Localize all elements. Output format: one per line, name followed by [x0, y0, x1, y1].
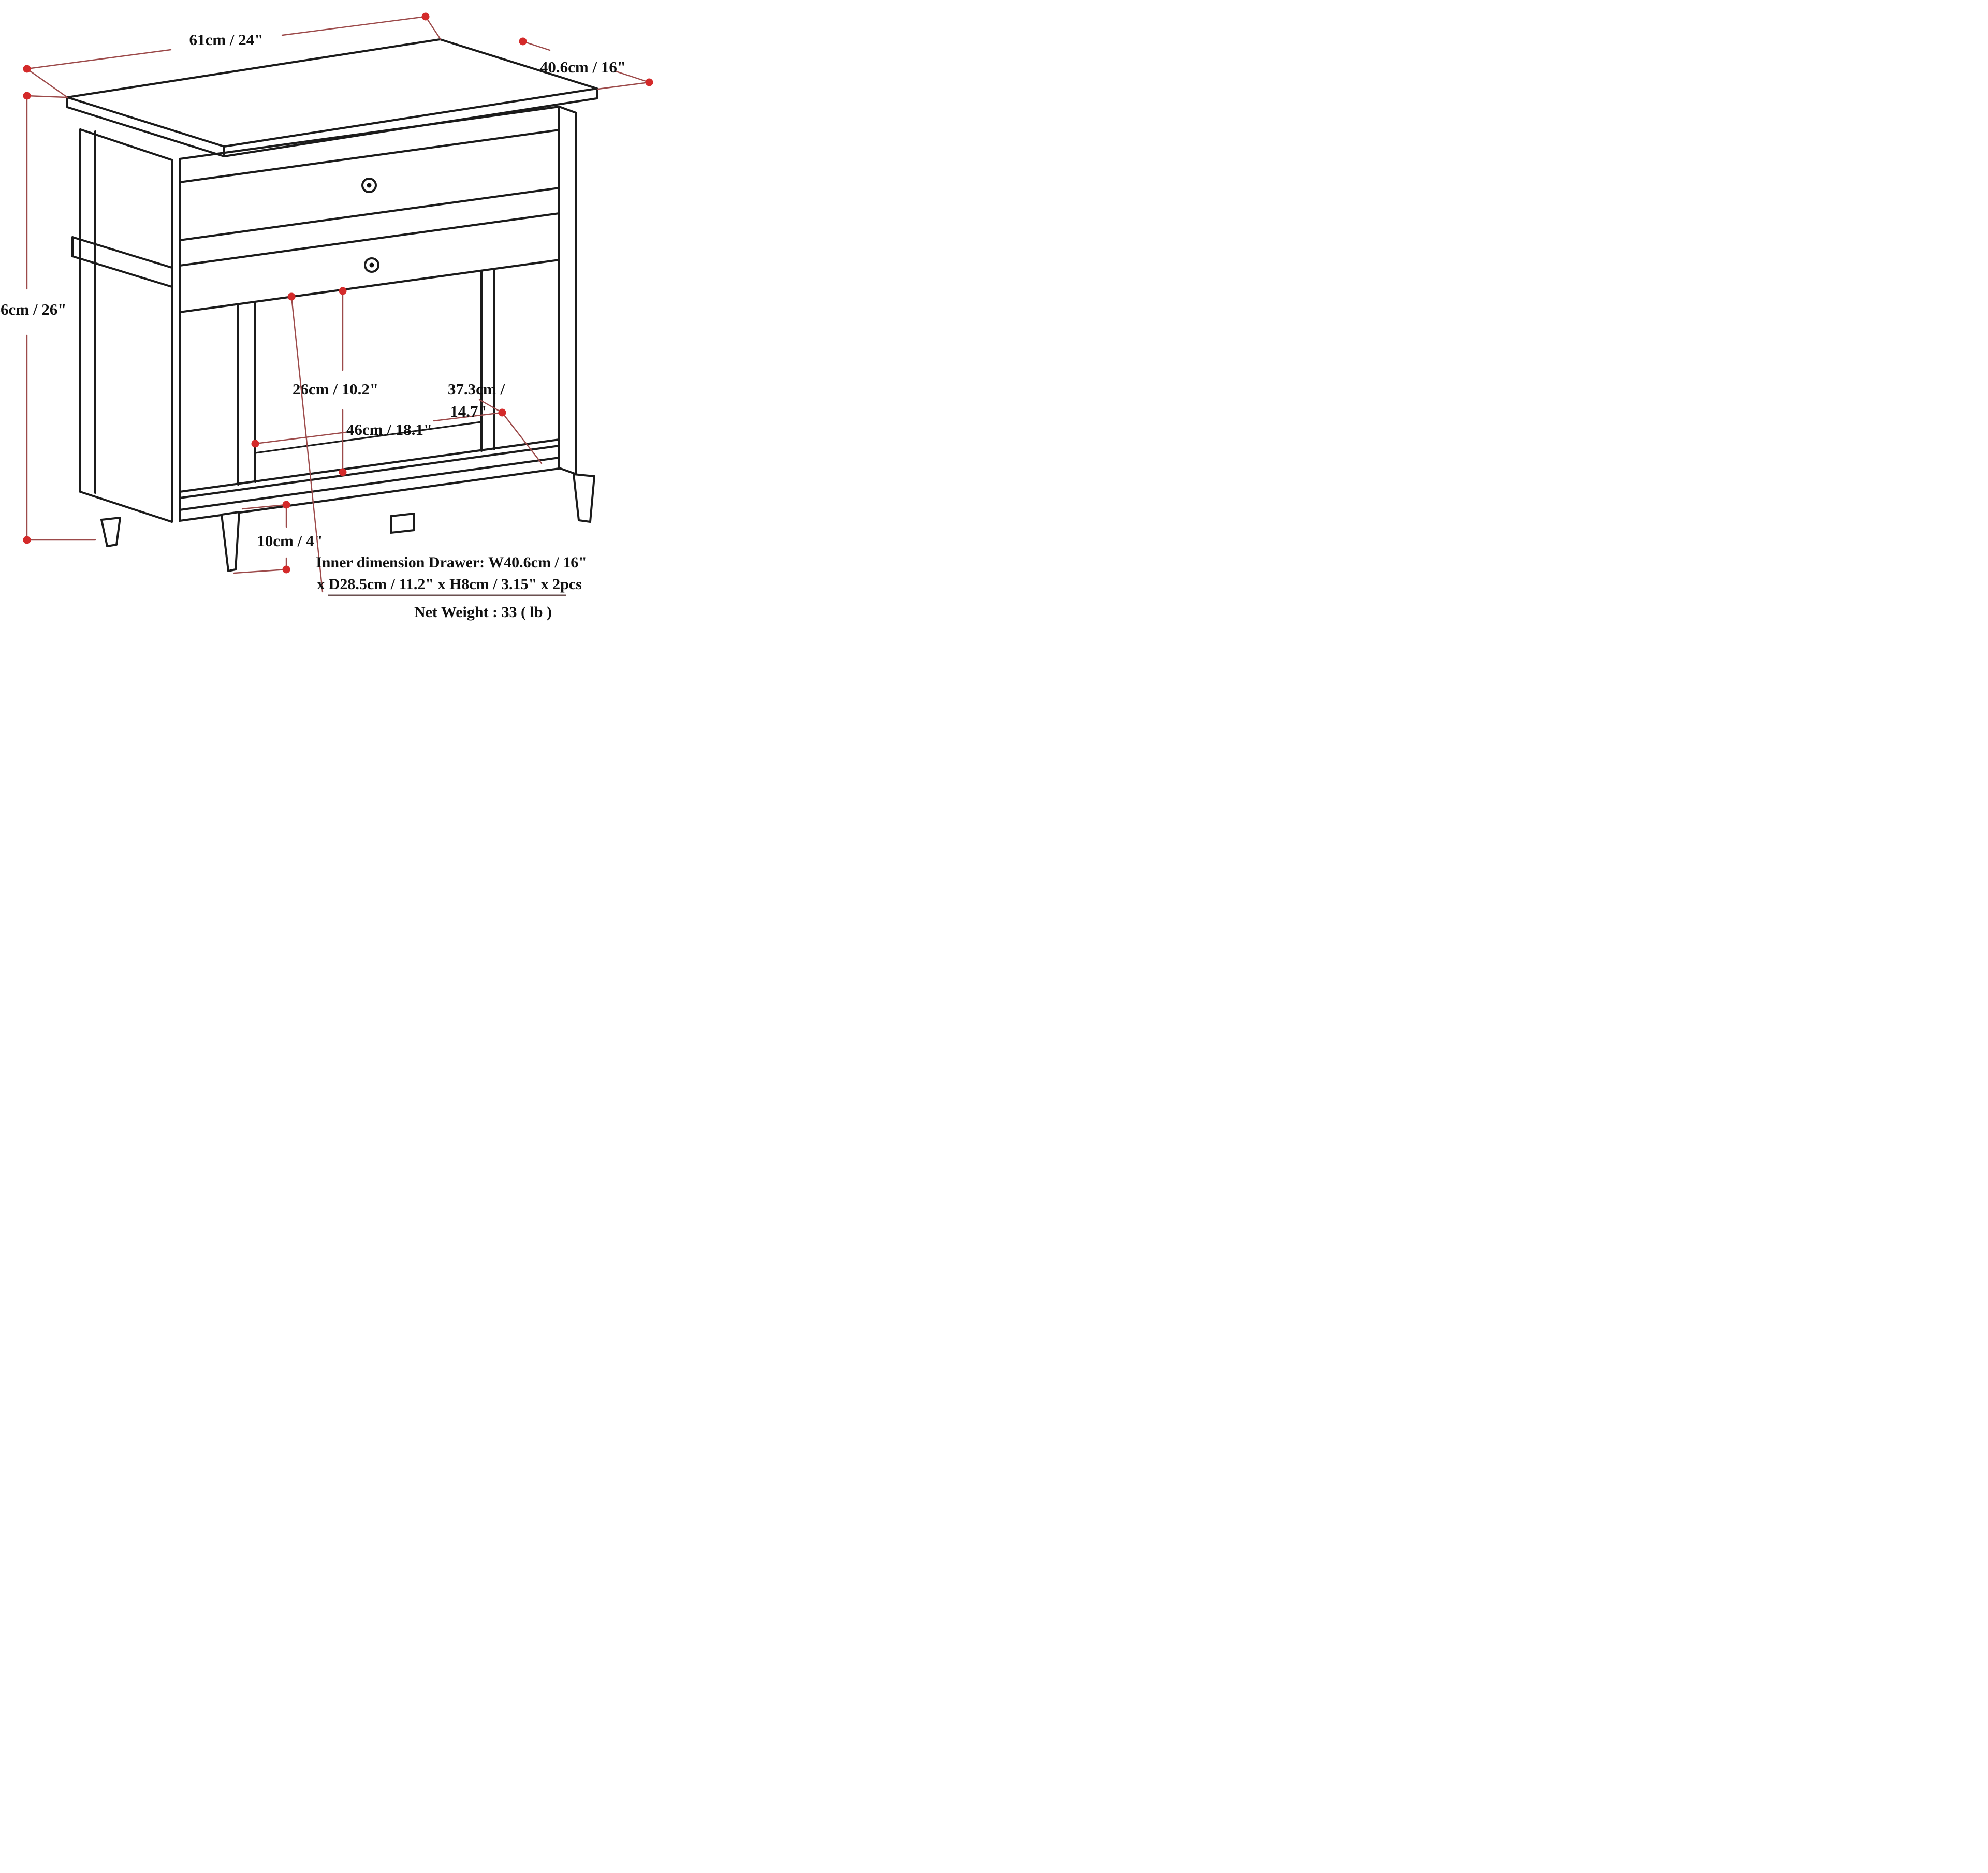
front-left-leg — [100, 517, 121, 547]
center-support-foot — [390, 513, 415, 534]
dim-opening-width: 46cm / 18.1" — [254, 412, 503, 445]
dimension-diagram-page: 61cm / 24" 40.6cm / 16" 66cm / 26" 26cm … — [0, 0, 663, 624]
left-side-panel — [71, 128, 173, 523]
dimension-dots — [23, 12, 653, 574]
drawer1-top-edge — [179, 129, 560, 183]
drawer1-knob — [361, 178, 377, 193]
legs — [100, 473, 595, 572]
bottom-rail-edge — [179, 457, 560, 511]
label-opening-depth-2: 14.7" — [450, 402, 487, 420]
drawer1-bottom-edge — [179, 187, 560, 241]
drawer2-bottom-edge — [179, 259, 560, 313]
tabletop — [66, 38, 598, 157]
furniture-drawing — [66, 38, 598, 572]
label-opening-width: 46cm / 18.1" — [346, 420, 432, 438]
shelf-back-edge — [254, 421, 483, 454]
drawer2-knob — [364, 257, 379, 273]
dim-opening-depth: 37.3cm / 14.7" — [448, 380, 543, 464]
notes-block: Inner dimension Drawer: W40.6cm / 16" x … — [316, 554, 587, 621]
nightstand-dimension-drawing: 61cm / 24" 40.6cm / 16" 66cm / 26" 26cm … — [0, 12, 653, 621]
back-left-leg — [221, 511, 240, 572]
dim-opening-height: 26cm / 10.2" — [293, 290, 378, 473]
shelf-front-top-edge — [179, 438, 560, 493]
side-molding-bottom — [71, 255, 173, 288]
dim-top-width: 61cm / 24" — [26, 16, 442, 98]
net-weight-text: Net Weight : 33 ( lb ) — [414, 604, 552, 621]
label-leg-height: 10cm / 4" — [257, 532, 323, 550]
dim-top-depth: 40.6cm / 16" — [522, 40, 650, 90]
cabinet-front — [179, 106, 577, 522]
label-overall-height: 66cm / 26" — [0, 300, 66, 318]
label-opening-depth-1: 37.3cm / — [448, 380, 505, 398]
label-top-depth: 40.6cm / 16" — [540, 58, 626, 76]
label-opening-height: 26cm / 10.2" — [293, 380, 378, 398]
dim-overall-height: 66cm / 26" — [0, 95, 96, 541]
label-top-width: 61cm / 24" — [189, 31, 264, 49]
shelf-front-bottom-edge — [179, 445, 560, 499]
dimension-annotations: 61cm / 24" 40.6cm / 16" 66cm / 26" 26cm … — [0, 12, 653, 593]
drawer-knobs — [361, 178, 379, 273]
front-right-leg — [573, 473, 595, 523]
side-molding-top — [71, 236, 173, 269]
inner-dimension-note-line1: Inner dimension Drawer: W40.6cm / 16" — [316, 554, 587, 571]
note-leader-line — [290, 296, 324, 593]
dim-leg-height: 10cm / 4" — [233, 504, 323, 574]
inner-dimension-note-line2: x D28.5cm / 11.2" x H8cm / 3.15" x 2pcs — [317, 576, 582, 593]
mid-rail-edge — [179, 212, 560, 267]
